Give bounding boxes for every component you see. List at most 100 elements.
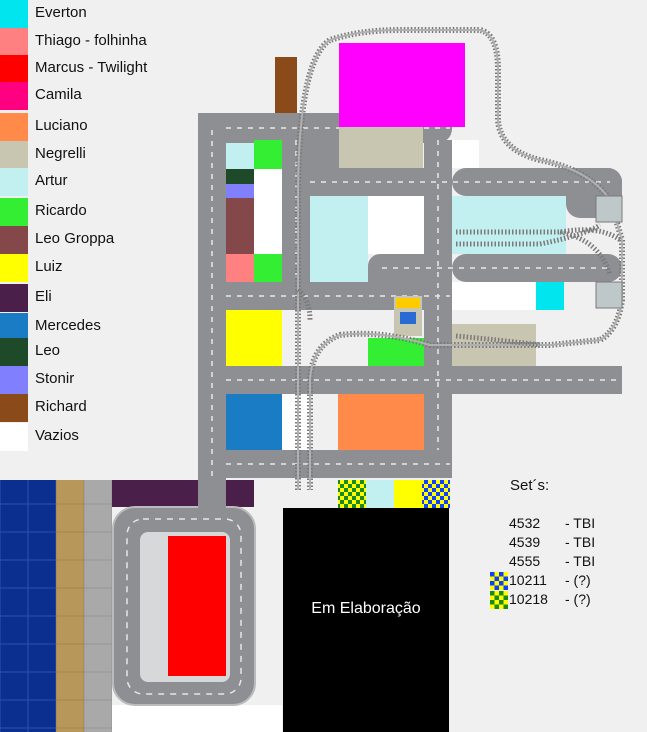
zone-everton (536, 282, 564, 310)
legend-label: Leo (35, 342, 61, 359)
legend-item: Thiago - folhinha (0, 28, 260, 56)
work-area (283, 508, 449, 732)
set-number: 10211 (509, 572, 547, 588)
legend-label: Luciano (35, 117, 88, 134)
set-item: 4555 - TBI (485, 553, 635, 571)
road-loop-markings (126, 518, 242, 695)
zone-vacant-a (254, 169, 282, 254)
legend-item: Luiz (0, 254, 260, 282)
checker-blue-yellow-icon (490, 572, 508, 590)
legend-swatch (0, 254, 28, 282)
zone-mercedes (226, 394, 282, 450)
baseplate-blue (0, 480, 56, 732)
legend-item: Vazios (0, 423, 260, 451)
zone-eli-2 (226, 480, 254, 507)
zone-vacant-top (452, 140, 479, 168)
zone-artur-2 (310, 196, 368, 282)
legend-swatch (0, 198, 28, 226)
legend-swatch (0, 168, 28, 196)
legend-swatch (0, 366, 28, 394)
set-number: 10218 (509, 591, 548, 607)
legend-item: Leo (0, 338, 260, 366)
road-connector (198, 476, 226, 512)
legend-swatch (0, 141, 28, 169)
legend-swatch (0, 0, 28, 28)
railway-track (295, 27, 625, 490)
set-status: - (?) (565, 591, 591, 607)
sets-panel: Set´s: 4532- TBI 4539- TBI 4555 - TBI 102… (480, 470, 640, 620)
zone-leo (226, 169, 254, 184)
zone-luciano (338, 394, 424, 450)
legend-label: Richard (35, 398, 87, 415)
zone-luiz (226, 310, 282, 366)
set-status: - TBI (565, 515, 596, 531)
zone-10211-top (422, 480, 450, 508)
legend-swatch (0, 338, 28, 366)
train-car (595, 195, 623, 223)
vacant-area (112, 705, 282, 732)
checker-green-yellow-icon (490, 591, 508, 609)
zone-10218-top (338, 480, 366, 508)
legend-label: Stonir (35, 370, 75, 387)
set-item: 4539- TBI (485, 534, 635, 552)
legend-label: Luiz (35, 258, 63, 275)
legend-item: Eli (0, 284, 260, 312)
legend-label: Marcus - Twilight (35, 59, 148, 76)
zone-artur (226, 143, 254, 169)
legend-item: Mercedes (0, 313, 260, 341)
legend-swatch (0, 28, 28, 56)
set-status: - TBI (565, 553, 596, 569)
legend-swatch (0, 226, 28, 254)
legend-swatch (0, 55, 28, 83)
legend-label: Ricardo (35, 202, 87, 219)
zone-ricardo-2 (254, 254, 282, 282)
baseplate-tan (56, 480, 84, 732)
legend-swatch (0, 113, 28, 141)
legend-swatch (0, 394, 28, 422)
legend-label: Mercedes (35, 317, 101, 334)
zone-richard (275, 57, 297, 113)
legend-item: Everton (0, 0, 260, 28)
legend-label: Negrelli (35, 145, 86, 162)
legend-item: Negrelli (0, 141, 260, 169)
zone-vacant-c (452, 282, 536, 310)
legend-item: Luciano (0, 113, 260, 141)
set-number: 4555 (509, 553, 541, 569)
zone-camila (339, 43, 465, 127)
zone-eli (112, 480, 198, 507)
zone-stonir (226, 184, 254, 198)
legend-item: Camila (0, 82, 260, 110)
zone-luiz-2 (394, 480, 422, 508)
zone-leo-groppa (226, 198, 254, 254)
legend-swatch (0, 423, 28, 451)
set-status: - TBI (565, 534, 596, 550)
legend-item: Artur (0, 168, 260, 196)
set-item: 10211 - (?) (485, 572, 635, 590)
legend-label: Artur (35, 172, 68, 189)
sets-title: Set´s: (510, 477, 550, 494)
set-item: 4532- TBI (485, 515, 635, 533)
legend-item: Richard (0, 394, 260, 422)
legend-label: Eli (35, 288, 52, 305)
zone-negrelli (339, 127, 423, 168)
legend-swatch (0, 284, 28, 312)
zone-artur-4 (366, 480, 394, 508)
zone-thiago-folhinha (226, 254, 254, 282)
set-status: - (?) (565, 572, 591, 588)
legend-label: Leo Groppa (35, 230, 115, 247)
legend-swatch (0, 82, 28, 110)
zone-ricardo-3 (368, 338, 424, 366)
legend-label: Camila (35, 86, 82, 103)
station-roof (396, 298, 420, 308)
train-car-2 (595, 281, 623, 309)
legend-item: Ricardo (0, 198, 260, 226)
legend-item: Stonir (0, 366, 260, 394)
legend-swatch (0, 313, 28, 341)
station-window (400, 312, 416, 324)
zone-vacant-b (368, 196, 424, 254)
legend-label: Vazios (35, 427, 79, 444)
legend-label: Thiago - folhinha (35, 32, 147, 49)
set-item: 10218 - (?) (485, 591, 635, 609)
